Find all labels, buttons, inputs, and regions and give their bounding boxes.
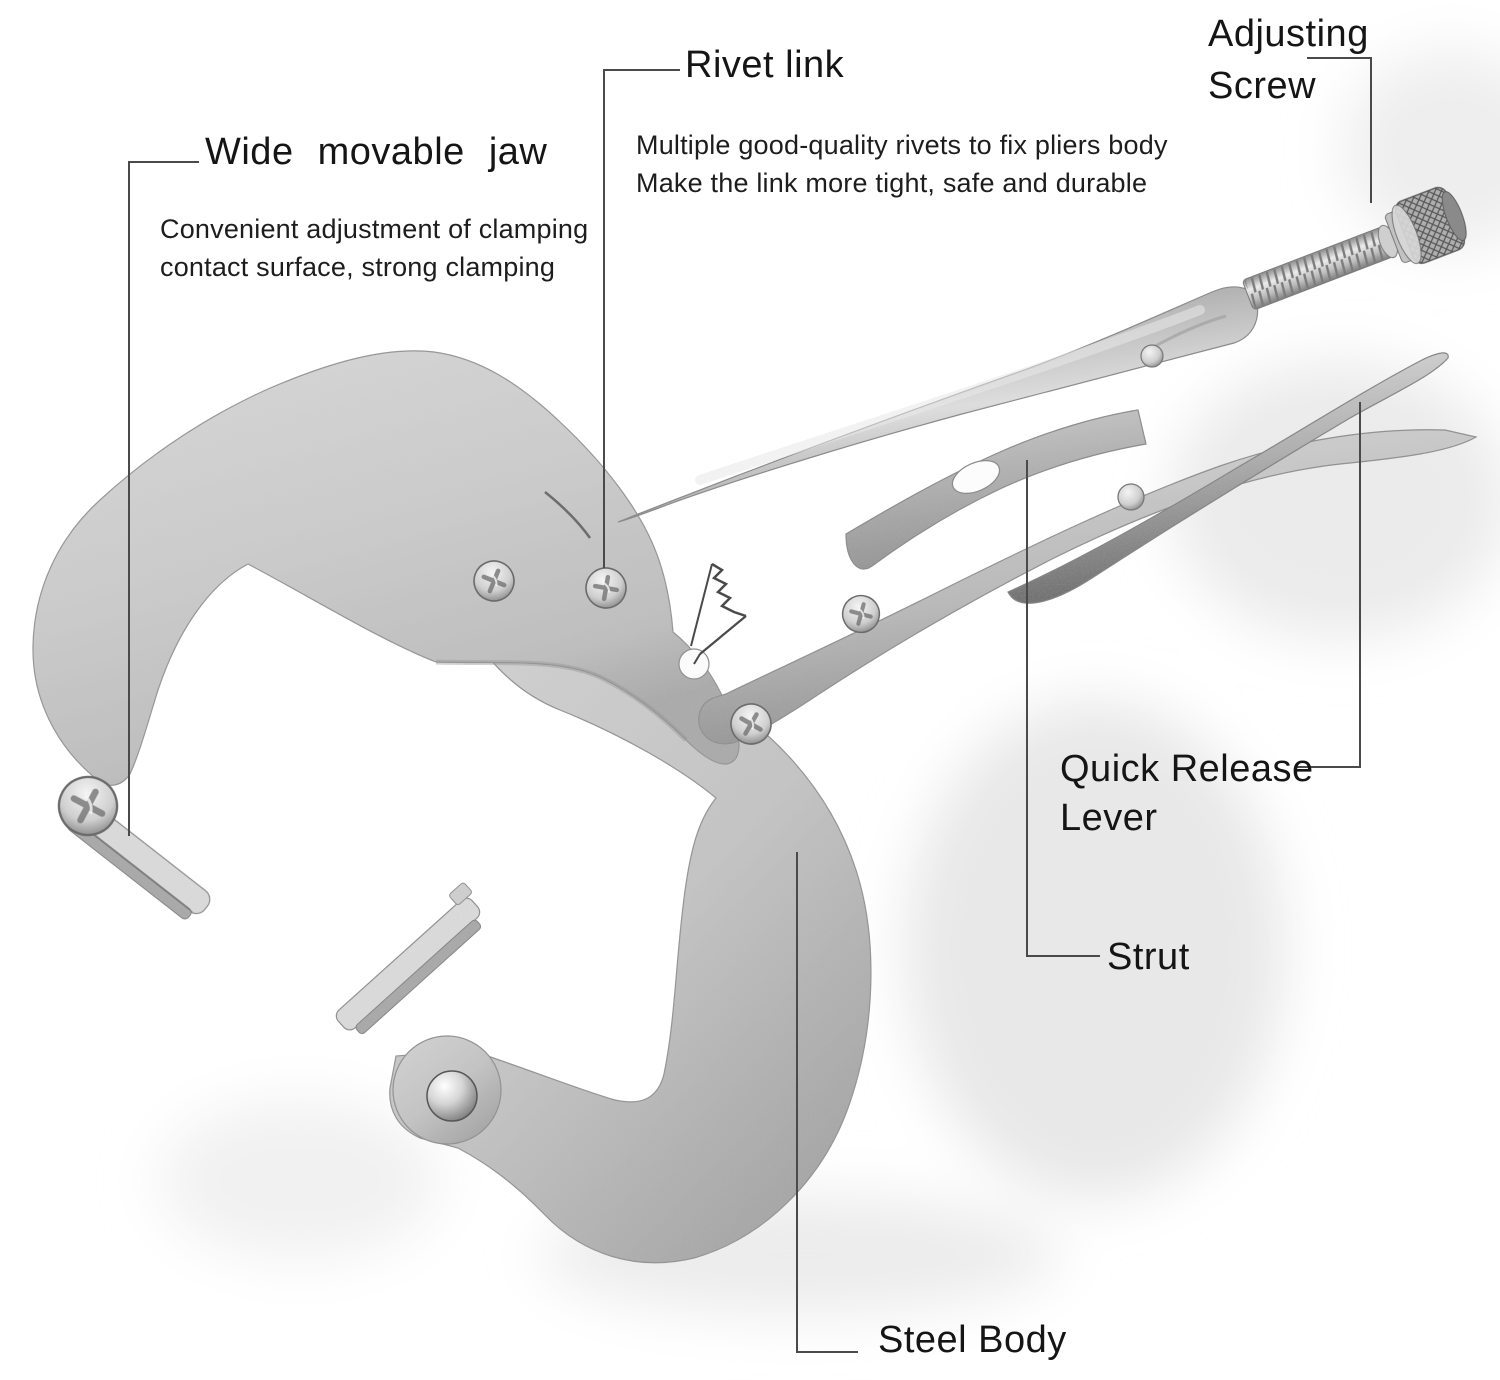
label-quick-release-lever: Quick Release Lever — [1060, 745, 1314, 843]
leader-quick-release-lever — [1295, 402, 1361, 768]
leader-adjusting-screw — [1307, 57, 1372, 203]
leader-rivet-link — [603, 69, 680, 568]
label-strut: Strut — [1107, 936, 1190, 978]
steel-body-shape — [389, 631, 872, 1264]
label-steel-body: Steel Body — [878, 1319, 1067, 1361]
handle-highlight — [695, 305, 1205, 485]
label-quick-release-lever-line2: Lever — [1060, 797, 1158, 839]
lower-jaw-pad — [335, 882, 482, 1035]
label-wide-movable-jaw: Wide movable jaw — [205, 131, 548, 173]
desc-rivet-link-line1: Multiple good-quality rivets to fix plie… — [636, 130, 1168, 160]
detail-layer — [49, 344, 1164, 1122]
desc-wide-movable-jaw: Convenient adjustment of clamping contac… — [160, 210, 588, 286]
leader-wide-movable-jaw — [128, 161, 199, 836]
strut-slot-hole — [951, 460, 1001, 494]
plate-seam — [544, 491, 592, 539]
handle-neck-line — [1147, 314, 1227, 352]
desc-rivet-link-line2: Make the link more tight, safe and durab… — [636, 168, 1148, 198]
handle-pin — [1140, 344, 1164, 368]
jaw-plate-shade — [435, 659, 688, 742]
label-rivet-link: Rivet link — [685, 44, 845, 86]
label-adjusting-screw-line1: Adjusting — [1208, 13, 1369, 55]
lever-pin — [1117, 483, 1145, 511]
adjusting-screw-shape — [1242, 186, 1467, 310]
label-quick-release-lever-line1: Quick Release — [1060, 748, 1314, 790]
label-adjusting-screw: Adjusting Screw — [1208, 8, 1369, 112]
leader-strut — [1026, 460, 1100, 957]
leader-steel-body — [796, 852, 858, 1353]
lower-pad-ball-rivet — [426, 1070, 478, 1122]
quick-release-lever-shape — [1007, 352, 1449, 604]
leader-lines — [128, 57, 1372, 1353]
desc-wide-movable-jaw-line2: contact surface, strong clamping — [160, 252, 556, 282]
label-adjusting-screw-line2: Screw — [1208, 65, 1317, 107]
tension-spring — [690, 562, 747, 665]
desc-wide-movable-jaw-line1: Convenient adjustment of clamping — [160, 214, 589, 244]
desc-rivet-link: Multiple good-quality rivets to fix plie… — [636, 126, 1168, 202]
